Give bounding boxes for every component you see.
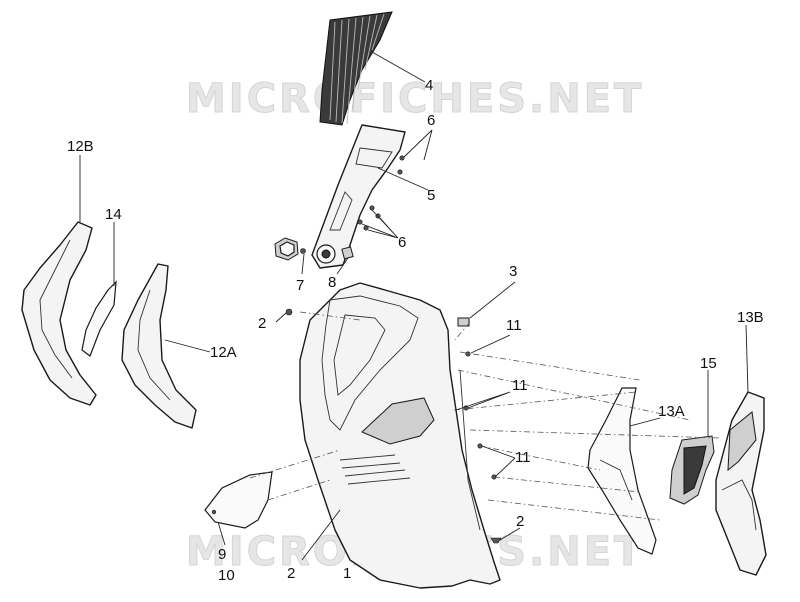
callout-1: 1 [343,565,351,582]
callout-2-left: 2 [258,315,266,332]
part-14-bracket [81,280,117,357]
callout-13a: 13A [658,403,685,420]
callout-14: 14 [105,206,122,223]
part-15-lamp [669,435,715,505]
callout-13b: 13B [737,309,764,326]
part-8-clip [341,246,354,260]
part-12b-left-trim [21,221,97,406]
callout-15: 15 [700,355,717,372]
part-9-panel [204,471,273,529]
part-12a-left-inner-trim [121,263,197,429]
callout-labels: 4 6 5 6 7 8 2 3 11 11 11 2 1 2 9 10 12B … [67,77,764,584]
leader-lines [79,51,749,561]
part-4-grille [319,11,393,126]
callout-2-bottom: 2 [287,565,295,582]
callout-11-mid: 11 [512,377,528,394]
part-1-front-shield [299,282,501,589]
callout-11-top: 11 [506,317,522,334]
callout-6-mid: 6 [398,234,406,251]
callout-6-top: 6 [427,112,435,129]
part-13a-right-panel [587,387,657,555]
assembly-lines [249,311,721,521]
part-13b-right-trim [715,391,767,576]
callout-12b: 12B [67,138,94,155]
callout-7: 7 [296,277,304,294]
callout-3: 3 [509,263,517,280]
callout-2-right: 2 [516,513,524,530]
part-7-knob [274,237,299,261]
callout-8: 8 [328,274,336,291]
callout-12a: 12A [210,344,237,361]
callout-4: 4 [425,77,433,94]
part-5-bracket [311,124,406,269]
callout-11-bottom: 11 [515,449,531,466]
callout-10: 10 [218,567,235,584]
watermark-top: MICROFICHES.NET [186,76,644,122]
callout-5: 5 [427,187,435,204]
callout-9: 9 [218,546,226,563]
